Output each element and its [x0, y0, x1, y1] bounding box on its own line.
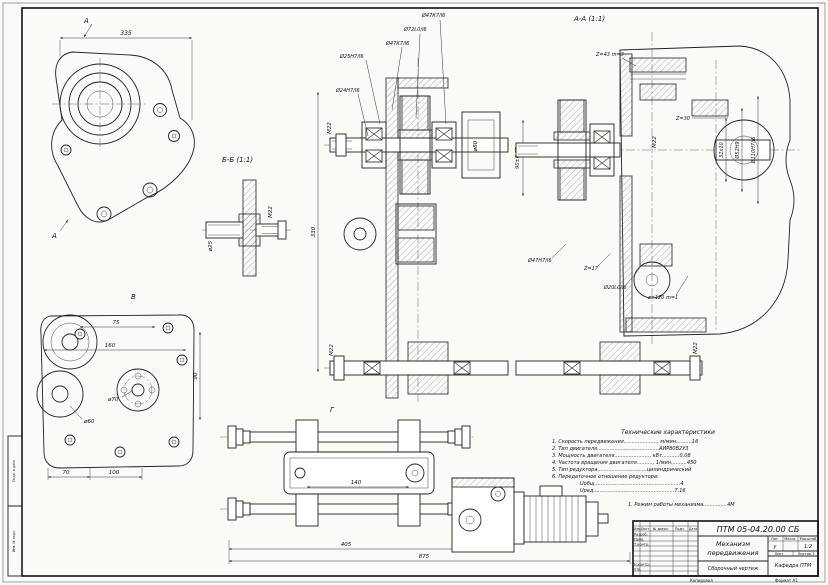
- dim-m22-bb: М22: [268, 206, 274, 218]
- section-bb-view: Б-Б (1:1) ø25 М22: [202, 156, 292, 277]
- dim-dia60: ø60: [83, 419, 95, 425]
- tb-sheet-label: Лист: [775, 552, 784, 556]
- mid-callouts: 90±0,05 Ø47Н7/l6 Z=17 Ø20L0/l6 z=120 m=1: [515, 120, 689, 301]
- tech-item-7: Uобщ....................................…: [580, 481, 684, 487]
- drive-motor: [451, 477, 609, 553]
- tb-name-line2: передвижения: [707, 549, 758, 557]
- tb-row-utv: Утв.: [634, 568, 641, 572]
- callout-d47h7: Ø47Н7/l6: [527, 257, 552, 264]
- tech-item-4: 4. Частота вращения двигателя..........,…: [552, 460, 696, 466]
- dim-90tol: 90±0,05: [515, 147, 521, 169]
- callout-d72l0: Ø72L0/l6: [403, 26, 427, 33]
- section-aa-label: А-А (1:1): [573, 15, 605, 23]
- callout-d47k7-a: Ø47К7/l6: [385, 40, 409, 47]
- dim-330: 330: [311, 226, 317, 237]
- dim-d110h7: Ø110Н7/l6: [750, 137, 757, 165]
- section-bb-label: Б-Б (1:1): [222, 156, 253, 164]
- tb-doc-number: ПТМ 05-04.20.00 СБ: [717, 525, 800, 534]
- dim-140: 140: [351, 480, 362, 486]
- callout-d20l0: Ø20L0/l6: [603, 284, 627, 291]
- tb-col-data: Дата: [689, 527, 697, 531]
- view-arrow-a-top: А: [83, 17, 89, 25]
- tech-item-3: 3. Мощность двигателя...................…: [552, 453, 691, 459]
- dim-m22-aa-bottom: М22: [693, 342, 699, 354]
- tb-col-list: Лист: [641, 527, 649, 531]
- dim-160: 160: [105, 343, 116, 349]
- tb-row-nkontr: Н.контр.: [634, 563, 650, 567]
- tb-lit-label: Лит.: [771, 537, 779, 541]
- callout-z30: Z=30: [675, 116, 690, 122]
- main-section-view: ø80 М22 М22 330 Ø25Н7/l6 Ø47К7/l6 Ø72L0/…: [311, 12, 512, 402]
- footer-format: Формат А1: [775, 578, 798, 583]
- view-label-v: В: [131, 293, 136, 301]
- tb-sheets-label: Листов 1: [798, 552, 814, 556]
- view-label-g: Г: [330, 406, 335, 414]
- tb-col-podp: Подп.: [675, 527, 685, 531]
- callout-z17: Z=17: [583, 266, 599, 272]
- dim-875: 875: [419, 554, 430, 560]
- callout-d25h7: Ø25Н7/l6: [339, 53, 364, 60]
- dim-m22-main-left: М22: [327, 122, 333, 134]
- tech-item-2: 2. Тип двигателя........................…: [552, 446, 688, 452]
- strip-label-inv: Инв. № подл.: [12, 530, 16, 552]
- tb-row-prov: Пров.: [634, 538, 644, 542]
- strip-label-podp: Подп. и дата: [12, 460, 16, 482]
- section-aa-view: А-А (1:1) Z=43 m=3 Z=30 М22 32х10 Ø52Н9 …: [514, 15, 800, 395]
- dim-335: 335: [120, 30, 132, 37]
- footer-kopiroval: Копировал: [690, 578, 713, 583]
- dim-m22-main-bottom: М22: [329, 344, 335, 356]
- callout-d47k7-b: Ø47К7/l6: [421, 12, 445, 19]
- housing-side-view: 335 А А: [51, 17, 195, 240]
- tb-scale-value: 1:2: [804, 544, 812, 550]
- dim-dia25: ø25: [208, 240, 214, 252]
- tb-scale-label: Масштаб: [800, 537, 817, 541]
- tb-col-doc: № докум.: [653, 527, 669, 531]
- tech-item-1: 1. Скорость передвижения................…: [552, 439, 698, 445]
- tb-row-razrab: Разраб.: [634, 533, 648, 537]
- callout-d24h7: Ø24Н7/l6: [335, 87, 360, 94]
- dim-75: 75: [113, 320, 120, 326]
- tb-doc-type: Сборочный чертеж: [708, 566, 759, 572]
- tb-col-izm: Изм.: [634, 527, 642, 531]
- tb-lit-value: у: [773, 544, 778, 550]
- tb-row-tkontr: Т.контр.: [633, 543, 649, 547]
- callout-z43: Z=43 m=3: [595, 52, 624, 58]
- view-arrow-a-bottom: А: [51, 232, 57, 240]
- dim-dia80: ø80: [473, 140, 479, 152]
- dim-m22-aa-mid: М22: [652, 136, 658, 148]
- tech-item-8: Uред....................................…: [580, 488, 686, 494]
- tech-note: 1. Режим работы механизма...............…: [628, 502, 735, 508]
- dim-70: 70: [63, 470, 70, 476]
- dim-100: 100: [109, 470, 120, 476]
- tech-title: Технические характеристики: [621, 429, 715, 436]
- dim-90: 90: [193, 372, 199, 379]
- tb-organization: Кафедра ПТМ: [775, 563, 812, 569]
- dim-d52h9: Ø52Н9: [734, 141, 741, 159]
- tech-item-6: 6. Передаточное отношение редуктора:: [552, 474, 659, 480]
- dim-32x10: 32х10: [719, 142, 725, 158]
- tb-mass-label: Масса: [784, 537, 795, 541]
- tb-name-line1: Механизм: [716, 540, 750, 548]
- tech-specs: Технические характеристики 1. Скорость п…: [552, 429, 735, 508]
- dim-405: 405: [341, 542, 352, 548]
- title-block: Изм. Лист № докум. Подп. Дата Разраб. Пр…: [632, 520, 819, 583]
- callout-z120: z=120 m=1: [647, 295, 678, 301]
- plate-view-v: В 75 160 90 ø70 ø60 70 100: [36, 293, 202, 480]
- dim-dia70: ø70: [107, 397, 119, 403]
- tech-item-5: 5. Тип редуктора........................…: [552, 467, 692, 473]
